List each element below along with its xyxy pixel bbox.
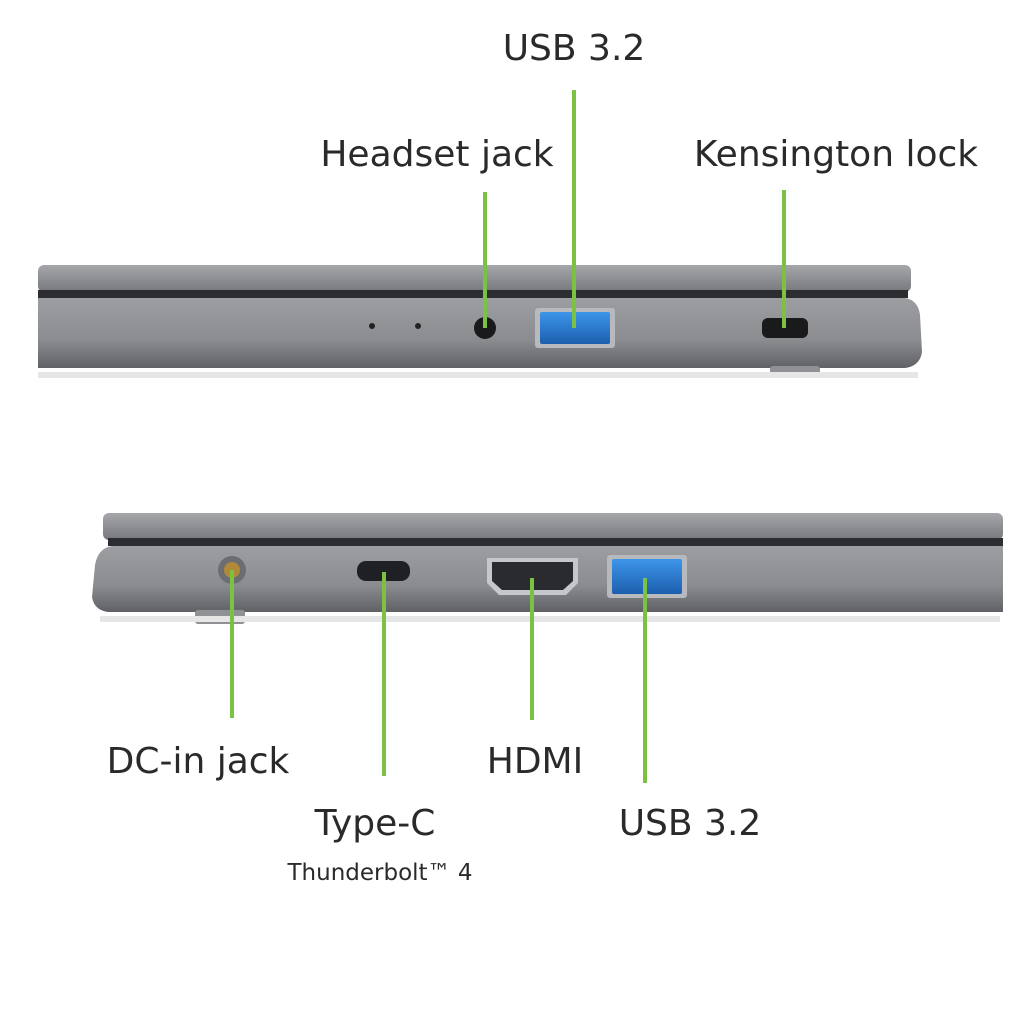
- led-dot: [369, 323, 375, 329]
- label-headset-jack: Headset jack: [320, 134, 553, 175]
- usb-port-insert: [612, 559, 682, 594]
- lid: [103, 513, 1003, 540]
- label-kensington-lock: Kensington lock: [694, 134, 978, 175]
- shadow: [38, 372, 918, 378]
- label-type-c: Type-C: [314, 803, 436, 844]
- led-dot: [415, 323, 421, 329]
- hinge-gap: [38, 290, 908, 298]
- label-hdmi: HDMI: [487, 741, 583, 782]
- lid: [38, 265, 911, 292]
- label-dc-in-jack: DC-in jack: [107, 741, 290, 782]
- hdmi-port-inner: [492, 562, 573, 590]
- type-c-port: [357, 561, 410, 581]
- hinge-gap: [108, 538, 1003, 546]
- label-usb-top: USB 3.2: [503, 28, 646, 69]
- laptop-right-side: [38, 265, 922, 378]
- laptop-left-side: [92, 513, 1003, 624]
- shadow: [100, 616, 1000, 622]
- label-usb-bottom: USB 3.2: [619, 803, 762, 844]
- label-thunderbolt: Thunderbolt™ 4: [286, 860, 472, 886]
